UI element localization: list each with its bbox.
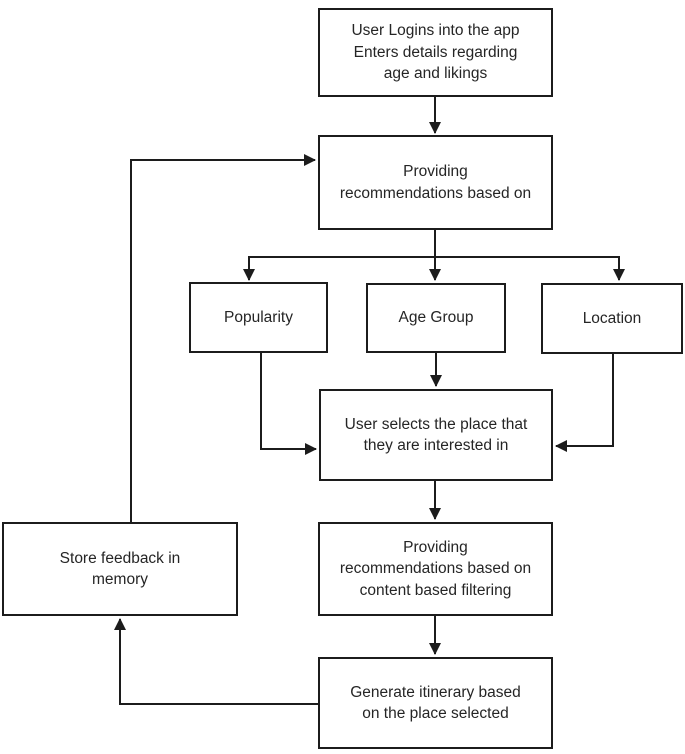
node-generate-itinerary: Generate itinerary based on the place se…: [318, 657, 553, 749]
arrow-itinerary-to-feedback: [114, 618, 318, 705]
node-popularity: Popularity: [189, 282, 328, 353]
node-login: User Logins into the app Enters details …: [318, 8, 553, 97]
node-location-label: Location: [582, 309, 642, 327]
node-age-group: Age Group: [366, 283, 506, 353]
node-store-feedback-label: Store feedback in memory: [59, 549, 181, 588]
node-age-group-label: Age Group: [398, 309, 474, 327]
node-generate-itinerary-label: Generate itinerary based on the place se…: [350, 683, 521, 722]
node-select-place: User selects the place that they are int…: [319, 389, 553, 481]
node-location: Location: [541, 283, 683, 354]
node-store-feedback: Store feedback in memory: [2, 522, 238, 616]
node-select-place-label: User selects the place that they are int…: [344, 415, 528, 454]
node-popularity-label: Popularity: [224, 308, 293, 326]
node-recommendations: Providing recommendations based on: [318, 135, 553, 230]
node-login-label: User Logins into the app Enters details …: [351, 22, 520, 83]
node-recommendations-label: Providing recommendations based on: [339, 163, 532, 202]
arrow-popularity-to-select: [260, 353, 317, 455]
arrow-location-to-select: [555, 354, 614, 452]
arrow-feedback-to-recommend: [130, 154, 316, 522]
node-content-filtering: Providing recommendations based on conte…: [318, 522, 553, 616]
node-content-filtering-label: Providing recommendations based on conte…: [339, 538, 532, 599]
